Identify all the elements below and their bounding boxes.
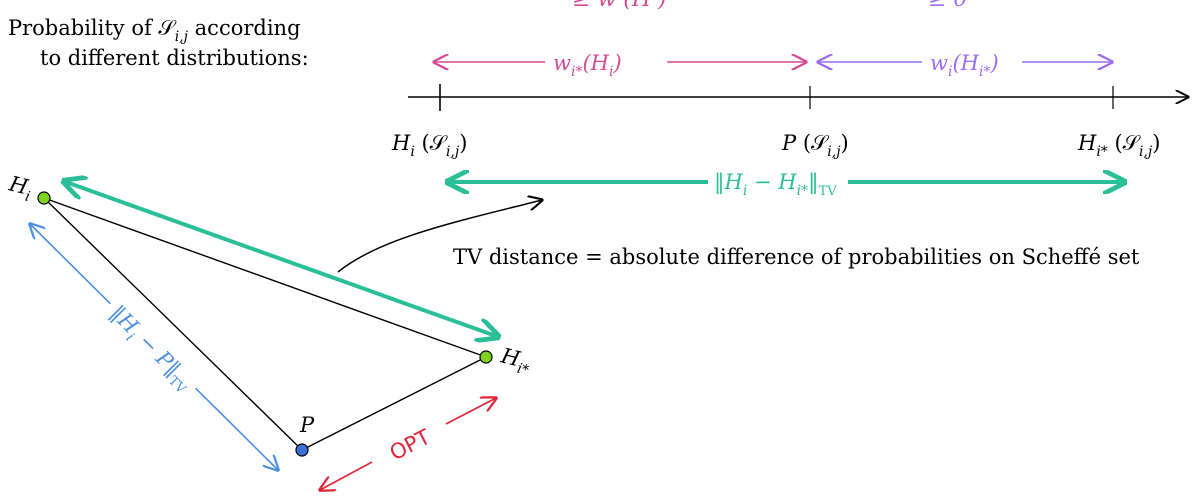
vertex-hi-node: [37, 191, 51, 205]
top-cut-right: ≥ 0: [928, 0, 967, 12]
intro-line-1: Probability of 𝒮i,j according: [8, 16, 301, 45]
opt-label: OPT: [386, 425, 434, 466]
gap-right-label: wi(Hi*): [930, 51, 999, 80]
edge-hi-p: [43, 197, 303, 451]
vertex-p-node: [295, 443, 309, 457]
top-cut-labels: ≥ w (H ) ≥ 0: [572, 0, 967, 12]
intro-text: Probability of 𝒮i,j according to differe…: [8, 16, 309, 70]
blue-edge-label: ‖Hi − P‖TV: [102, 301, 199, 398]
vertex-hstar-node: [479, 350, 493, 364]
vertex-p-label: P: [299, 413, 315, 437]
edge-hi-hstar: [43, 197, 487, 358]
caption: TV distance = absolute difference of pro…: [453, 245, 1140, 269]
tick-label-hstar: Hi* (𝒮i,j): [1077, 131, 1160, 160]
opt-arrow-lower: [320, 461, 373, 490]
top-cut-left: ≥ w (H ): [572, 0, 667, 12]
edge-p-hstar: [301, 356, 487, 451]
vertex-hstar-label: Hi*: [497, 343, 534, 379]
tv-triangle-arrow: [66, 182, 496, 336]
tv-span-label: ‖Hi − Hi*‖TV: [714, 170, 837, 199]
vertex-hi-label: Hi: [5, 171, 35, 205]
tick-label-hi: Hi (𝒮i,j): [391, 131, 467, 160]
tick-label-p: P (𝒮i,j): [781, 131, 849, 160]
opt-arrow-upper: [445, 398, 496, 425]
gap-left-label: wi*(Hi): [553, 51, 622, 80]
intro-line-2: to different distributions:: [40, 46, 309, 70]
